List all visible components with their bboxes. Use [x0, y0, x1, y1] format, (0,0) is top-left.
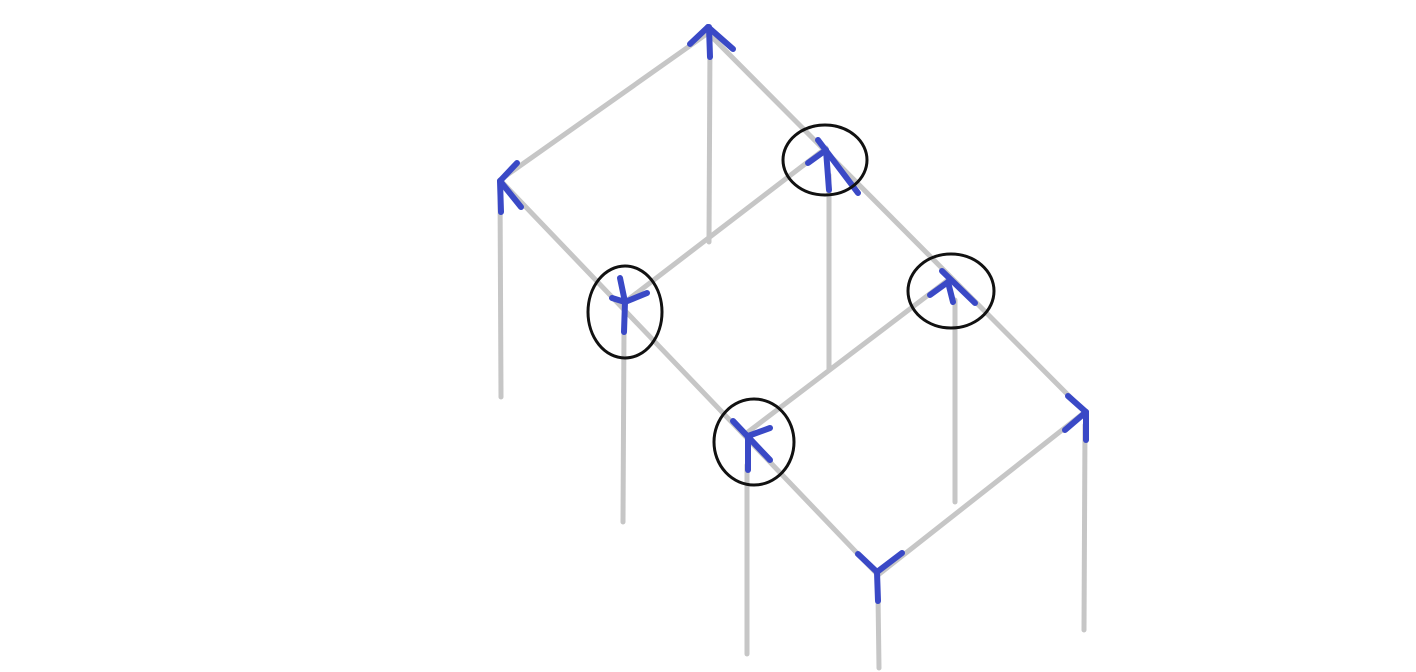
joint-bottom-y-stroke-1 [855, 551, 880, 575]
joint-upper-right-stroke-2 [805, 147, 829, 166]
joint-top-arrow [687, 24, 736, 60]
joint-lower-left-stroke-2 [745, 425, 773, 439]
joint-lower-left [730, 418, 773, 473]
joint-right-arrow-stroke-2 [1062, 409, 1089, 433]
joint-mid-left-stroke-2 [622, 290, 650, 305]
joint-mid-left-stroke-3 [621, 299, 628, 335]
joint-mid-right-stroke-2 [927, 279, 951, 298]
frame-lines [497, 30, 1088, 671]
highlight-circle-upper-right [781, 123, 869, 197]
joint-left-arrow [497, 160, 524, 215]
column-left [497, 182, 504, 400]
highlight-circle-lower-left [712, 397, 796, 487]
joint-right-arrow [1062, 393, 1089, 443]
joint-bottom-y-stroke-3 [874, 569, 881, 604]
joint-left-arrow-stroke-3 [497, 178, 504, 215]
joint-left-arrow-stroke-1 [497, 160, 520, 184]
beam-left-diagonal [497, 177, 881, 578]
beam-cross-upper [622, 145, 829, 305]
beam-cross-middle [745, 277, 951, 435]
joint-mid-right [927, 268, 978, 306]
joint-upper-right [805, 137, 861, 196]
joint-upper-right-stroke-3 [823, 147, 832, 193]
joint-mid-left-stroke-1 [617, 275, 628, 305]
highlight-circle-mid-right [906, 252, 996, 330]
beam-top-right-diagonal [705, 30, 1088, 415]
highlight-circles [586, 123, 996, 487]
column-top [706, 37, 713, 245]
highlight-circle-mid-left [586, 264, 664, 360]
joint-bottom-y-stroke-2 [874, 550, 905, 575]
joint-top-arrow-stroke-1 [687, 24, 711, 47]
joint-right-arrow-stroke-1 [1065, 393, 1089, 415]
column-front [875, 592, 882, 671]
column-right [1081, 422, 1088, 633]
joint-mid-right-stroke-3 [945, 279, 956, 305]
joint-mid-right-stroke-1 [939, 268, 978, 306]
beam-cross-lower [875, 409, 1088, 578]
joint-lower-left-stroke-1 [730, 418, 773, 463]
joint-left-arrow-stroke-2 [497, 178, 524, 210]
joints [497, 24, 1089, 604]
joint-top-arrow-stroke-3 [706, 24, 713, 60]
joint-top-arrow-stroke-2 [705, 24, 736, 52]
joint-mid-left-stroke-4 [609, 295, 628, 305]
column-mid-left [620, 327, 627, 525]
joint-mid-left [609, 275, 650, 335]
joint-bottom-y [855, 550, 905, 604]
beam-top-left-diagonal [497, 30, 711, 183]
